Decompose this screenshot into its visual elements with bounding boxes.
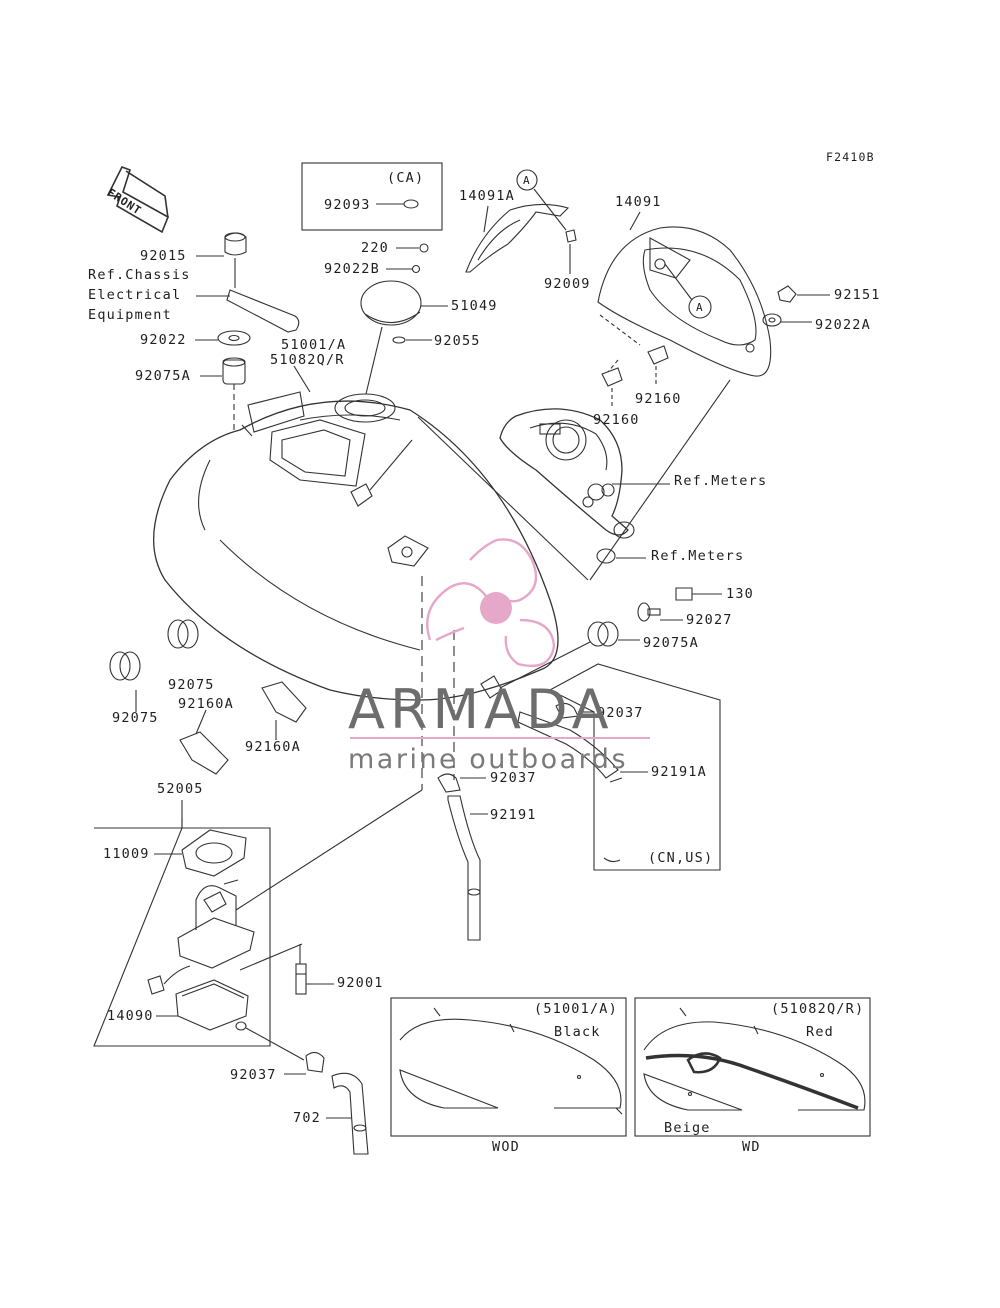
- part-92022: [217, 330, 251, 346]
- label-ref-chassis-3: Equipment: [88, 307, 172, 323]
- meter-assembly: [499, 408, 635, 539]
- label-51082QR: 51082Q/R: [270, 352, 345, 368]
- part-92037-b: [437, 773, 461, 793]
- part-92093: [403, 199, 419, 209]
- part-702-hose: [331, 1072, 369, 1155]
- part-92015: [224, 232, 247, 288]
- part-14091-meter-cover: [597, 226, 772, 377]
- watermark-subtitle: marine outboards: [348, 744, 629, 775]
- label-92009: 92009: [544, 276, 591, 292]
- part-92191A: [517, 711, 619, 779]
- label-92022B: 92022B: [324, 261, 380, 277]
- inset-wod-tank: [399, 1007, 623, 1115]
- inset-wd-color-beige: Beige: [664, 1120, 711, 1136]
- inset-wod-frame: [390, 997, 627, 1137]
- part-51049-fuel-cap: [360, 280, 422, 326]
- label-52005: 52005: [157, 781, 204, 797]
- part-92075A-top: [222, 357, 246, 385]
- label-ref-chassis-2: Electrical: [88, 287, 182, 303]
- part-92151: [777, 285, 797, 303]
- label-92037-a: 92037: [597, 705, 644, 721]
- label-702: 702: [293, 1110, 321, 1126]
- inset-wd-color-red: Red: [806, 1024, 834, 1040]
- part-14090-cup: [175, 979, 249, 1031]
- part-92160-left: [601, 367, 623, 387]
- callout-A-top: [516, 169, 538, 191]
- label-51049: 51049: [451, 298, 498, 314]
- figure-code: F2410B: [826, 150, 875, 164]
- label-92001: 92001: [337, 975, 384, 991]
- part-92075A-mid: [587, 621, 619, 647]
- label-92015: 92015: [140, 248, 187, 264]
- label-92037-b: 92037: [490, 770, 537, 786]
- label-ref-meters-2: Ref.Meters: [651, 548, 745, 564]
- fuel-cock-assembly: [147, 879, 255, 995]
- label-92093: 92093: [324, 197, 371, 213]
- label-92055: 92055: [434, 333, 481, 349]
- part-11009-gasket: [181, 829, 247, 877]
- callout-A-cover: [688, 295, 712, 319]
- part-130: [675, 587, 693, 601]
- part-92191-hose: [447, 795, 481, 941]
- label-51001A: 51001/A: [281, 337, 347, 353]
- label-92075-a: 92075: [168, 677, 215, 693]
- part-92075-a: [167, 619, 199, 649]
- label-92075A-top: 92075A: [135, 368, 191, 384]
- label-92075A-mid: 92075A: [643, 635, 699, 651]
- label-92022: 92022: [140, 332, 187, 348]
- label-14090: 14090: [107, 1008, 154, 1024]
- part-92001: [295, 963, 307, 995]
- label-92037-c: 92037: [230, 1067, 277, 1083]
- inset-wod-color: Black: [554, 1024, 601, 1040]
- part-92037-c: [305, 1051, 325, 1073]
- inset-wd-caption: WD: [742, 1139, 761, 1155]
- front-arrow-icon: [106, 165, 170, 234]
- callout-A-cover-text: A: [696, 301, 704, 314]
- label-92160-left: 92160: [593, 412, 640, 428]
- label-ca: (CA): [387, 170, 425, 186]
- chassis-bracket: [226, 289, 300, 333]
- label-130: 130: [726, 586, 754, 602]
- part-92160A-a: [261, 681, 307, 723]
- label-92160A-b: 92160A: [245, 739, 301, 755]
- label-220: 220: [361, 240, 389, 256]
- part-220: [419, 243, 429, 253]
- inset-wod-caption: WOD: [492, 1139, 520, 1155]
- part-92055: [392, 336, 406, 344]
- label-ref-meters-1: Ref.Meters: [674, 473, 768, 489]
- watermark-propeller-logo: [426, 538, 556, 668]
- label-92191: 92191: [490, 807, 537, 823]
- inset-wod-title: (51001/A): [534, 1001, 618, 1017]
- part-92027: [637, 602, 661, 622]
- label-92151: 92151: [834, 287, 881, 303]
- fuel-tank: [152, 391, 559, 701]
- label-92027: 92027: [686, 612, 733, 628]
- label-92160-right: 92160: [635, 391, 682, 407]
- part-14091A: [465, 203, 570, 273]
- label-ref-chassis-1: Ref.Chassis: [88, 267, 191, 283]
- part-92009: [565, 229, 577, 243]
- inset-wd-title: (51082Q/R): [771, 1001, 865, 1017]
- label-92075-b: 92075: [112, 710, 159, 726]
- part-92160-right: [647, 345, 669, 365]
- inset-wd-frame: [634, 997, 871, 1137]
- inset-wd-tank: [643, 1007, 866, 1111]
- part-92037-a: [555, 702, 579, 719]
- label-92191A: 92191A: [651, 764, 707, 780]
- label-14091A: 14091A: [459, 188, 515, 204]
- part-92075-b: [109, 651, 141, 681]
- label-11009: 11009: [103, 846, 150, 862]
- callout-A-top-text: A: [523, 174, 531, 187]
- ca-option-box: [301, 162, 443, 231]
- part-92022B: [411, 264, 421, 274]
- label-14091: 14091: [615, 194, 662, 210]
- meter-grommet: [596, 548, 616, 564]
- part-92022A: [762, 313, 782, 327]
- label-92022A: 92022A: [815, 317, 871, 333]
- watermark-title: ARMADA: [348, 678, 614, 741]
- label-92160A-a: 92160A: [178, 696, 234, 712]
- label-cn-us: (CN,US): [648, 850, 714, 866]
- part-92160A-b: [179, 731, 229, 775]
